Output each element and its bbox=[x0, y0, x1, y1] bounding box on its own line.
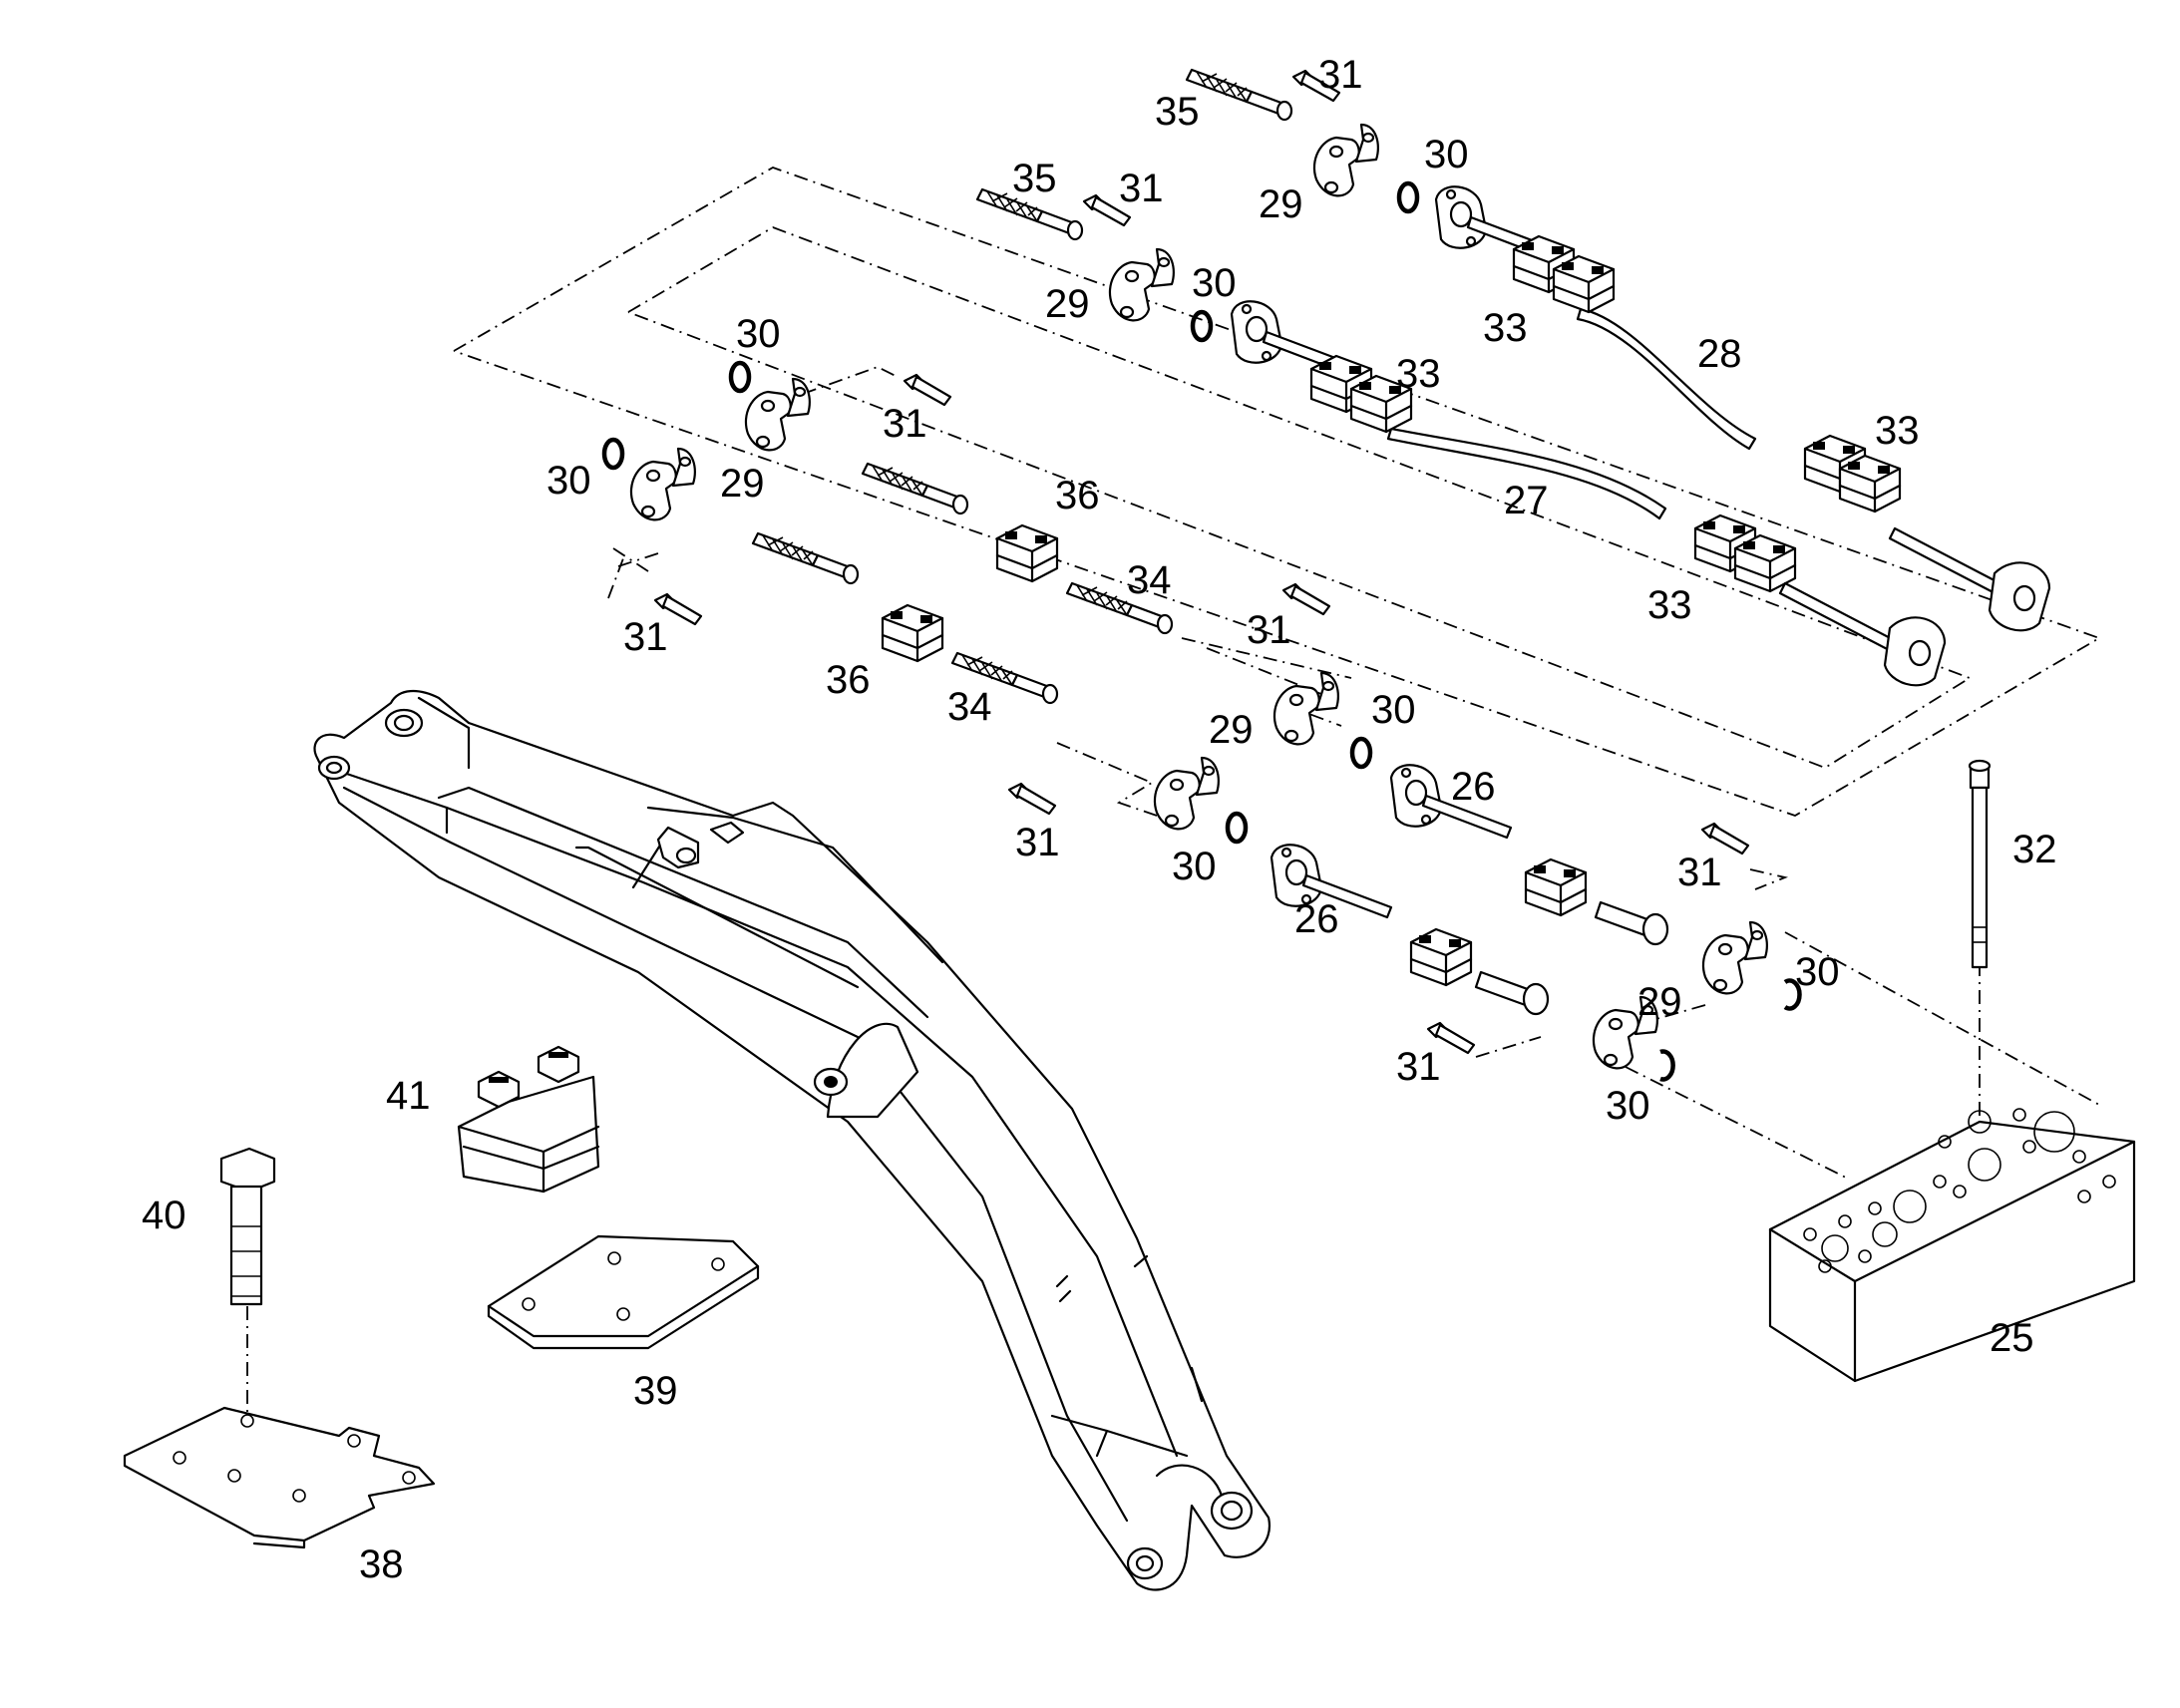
callout-30: 30 bbox=[1424, 133, 1469, 176]
callout-33: 33 bbox=[1483, 306, 1528, 350]
callout-29: 29 bbox=[1637, 980, 1682, 1024]
callout-29: 29 bbox=[720, 462, 765, 506]
callout-32: 32 bbox=[2012, 828, 2057, 871]
plate-38 bbox=[123, 1406, 436, 1549]
callout-26: 26 bbox=[1294, 897, 1339, 941]
assembly-outline-lines bbox=[246, 167, 2102, 1416]
callout-34: 34 bbox=[947, 685, 992, 729]
callout-34: 34 bbox=[1127, 558, 1172, 602]
callout-31: 31 bbox=[1677, 851, 1722, 894]
callout-25: 25 bbox=[1990, 1316, 2034, 1360]
valve-block bbox=[1768, 1108, 2136, 1383]
callout-36: 36 bbox=[1055, 474, 1100, 517]
callout-27: 27 bbox=[1504, 479, 1549, 522]
callout-31: 31 bbox=[1318, 53, 1363, 97]
bolt-40 bbox=[219, 1147, 276, 1306]
clamp-set-41 bbox=[457, 1045, 600, 1194]
callout-29: 29 bbox=[1209, 708, 1254, 752]
callout-30: 30 bbox=[1795, 950, 1840, 994]
callout-40: 40 bbox=[142, 1194, 186, 1237]
long-bolt-32 bbox=[1968, 759, 1992, 969]
callout-29: 29 bbox=[1259, 182, 1303, 226]
callout-30: 30 bbox=[546, 459, 591, 503]
callout-38: 38 bbox=[359, 1542, 404, 1586]
callout-33: 33 bbox=[1647, 583, 1692, 627]
callout-33: 33 bbox=[1875, 409, 1920, 453]
callout-30: 30 bbox=[1606, 1084, 1650, 1128]
callout-33: 33 bbox=[1396, 352, 1441, 396]
callout-31: 31 bbox=[1015, 821, 1060, 864]
callout-30: 30 bbox=[1371, 688, 1416, 732]
callout-31: 31 bbox=[1247, 608, 1291, 652]
callout-labels: 31 35 30 29 35 31 30 29 33 28 30 33 31 3… bbox=[142, 53, 2057, 1586]
callout-39: 39 bbox=[633, 1369, 678, 1413]
callout-30: 30 bbox=[1172, 845, 1217, 888]
callout-31: 31 bbox=[1396, 1045, 1441, 1089]
callout-28: 28 bbox=[1697, 332, 1742, 376]
callout-36: 36 bbox=[826, 658, 871, 702]
callout-31: 31 bbox=[1119, 167, 1164, 210]
callout-30: 30 bbox=[736, 312, 781, 356]
callout-26: 26 bbox=[1451, 765, 1496, 809]
callout-41: 41 bbox=[386, 1074, 431, 1118]
callout-35: 35 bbox=[1012, 157, 1057, 200]
callout-31: 31 bbox=[623, 615, 668, 659]
hydraulic-components bbox=[601, 68, 2051, 1082]
callout-30: 30 bbox=[1192, 261, 1237, 305]
boom-arm bbox=[313, 690, 1272, 1591]
plate-39 bbox=[487, 1234, 760, 1350]
callout-35: 35 bbox=[1155, 90, 1200, 134]
callout-29: 29 bbox=[1045, 282, 1090, 326]
callout-31: 31 bbox=[883, 402, 927, 446]
